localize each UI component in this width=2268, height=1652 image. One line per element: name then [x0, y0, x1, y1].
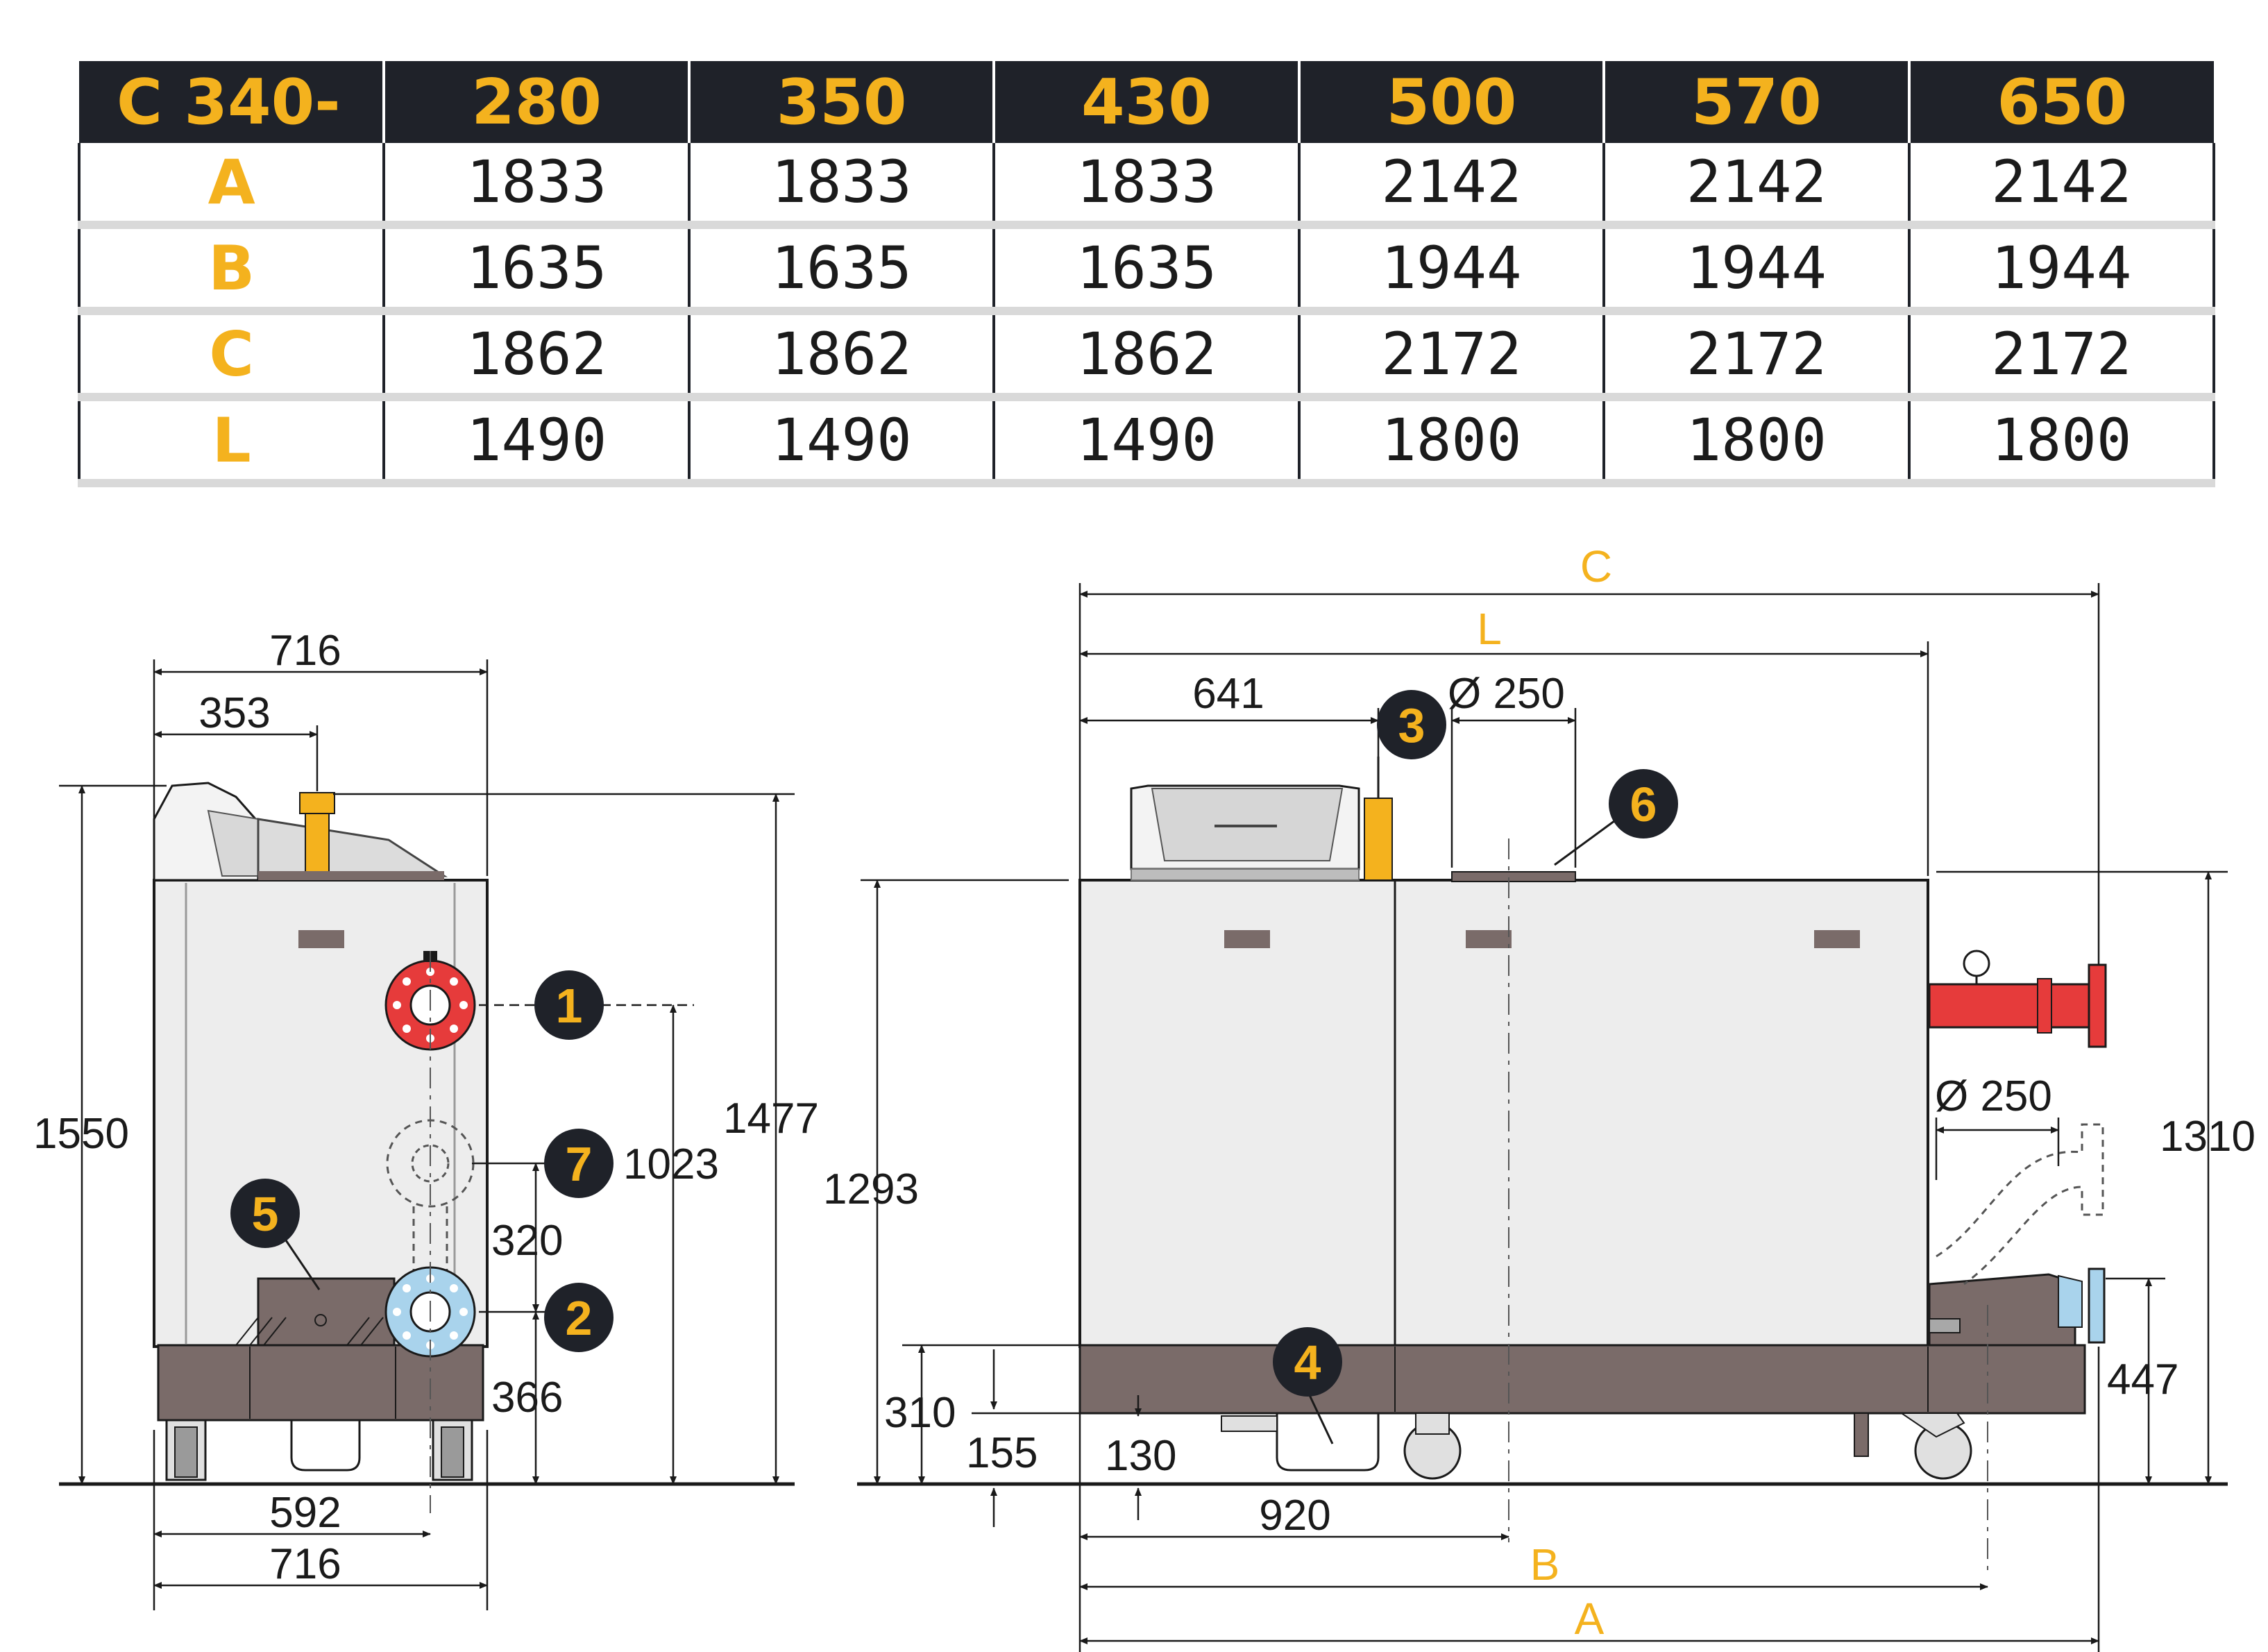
dim-d250-top: Ø 250	[1448, 670, 1565, 718]
dim-353: 353	[198, 689, 270, 737]
table-cell: 1833	[382, 143, 689, 229]
svg-text:4: 4	[1294, 1335, 1321, 1390]
caster	[1899, 1413, 1972, 1480]
front-view: 716 353 1550 1477 1023 320 366 592 716 1…	[33, 627, 819, 1610]
table-cell: 2142	[1297, 143, 1605, 229]
table-row: L 1490 1490 1490 1800 1800 1800	[77, 397, 2216, 487]
table-cell: 1800	[1297, 397, 1605, 487]
side-base	[1078, 1344, 2086, 1415]
callout-3: 3	[1377, 690, 1446, 798]
column-header: 500	[1297, 61, 1605, 143]
dim-1310: 1310	[2160, 1113, 2256, 1161]
caster	[432, 1419, 473, 1481]
row-label: A	[77, 143, 384, 229]
svg-text:6: 6	[1630, 777, 1657, 832]
dim-366: 366	[491, 1374, 563, 1422]
svg-text:2: 2	[566, 1291, 593, 1345]
table-cell: 1635	[687, 225, 995, 315]
table-cell: 1944	[1297, 225, 1605, 315]
dim-C: C	[1580, 541, 1612, 591]
dim-641: 641	[1192, 670, 1264, 718]
dim-1477: 1477	[723, 1095, 819, 1143]
callout-2: 2	[544, 1283, 613, 1352]
table-row: B 1635 1635 1635 1944 1944 1944	[77, 225, 2216, 315]
svg-text:5: 5	[252, 1187, 279, 1241]
dim-1023: 1023	[623, 1140, 719, 1188]
dim-310: 310	[884, 1389, 956, 1437]
column-header: 350	[687, 61, 995, 143]
table-cell: 1490	[992, 397, 1299, 487]
column-header: 570	[1602, 61, 1909, 143]
side-cabinet	[1078, 879, 1929, 1348]
table-cell: 1635	[382, 225, 689, 315]
table-cell: 1490	[687, 397, 995, 487]
dim-d250-right: Ø 250	[1935, 1072, 2052, 1120]
svg-text:3: 3	[1398, 698, 1425, 752]
table-cell: 2172	[1907, 311, 2216, 401]
dim-155: 155	[966, 1429, 1038, 1477]
dim-A: A	[1575, 1594, 1605, 1644]
table-row: C 1862 1862 1862 2172 2172 2172	[77, 311, 2216, 401]
column-header: 430	[992, 61, 1299, 143]
model-header: C 340-	[79, 61, 384, 143]
row-label: L	[77, 397, 384, 487]
dim-1293: 1293	[823, 1165, 919, 1213]
row-label: C	[77, 311, 384, 401]
svg-text:7: 7	[566, 1137, 593, 1191]
side-flow-pipe	[1928, 950, 2107, 1048]
dim-1550: 1550	[33, 1110, 129, 1158]
table-header-row: C 340- 280 350 430 500 570 650	[79, 61, 2214, 143]
dim-716-top: 716	[269, 627, 341, 675]
table-cell: 1800	[1602, 397, 1909, 487]
dim-592: 592	[269, 1489, 341, 1537]
svg-text:1: 1	[556, 979, 583, 1033]
dim-130: 130	[1105, 1432, 1176, 1480]
callout-4: 4	[1273, 1327, 1342, 1444]
table-cell: 2142	[1602, 143, 1909, 229]
dimension-table: C 340- 280 350 430 500 570 650 A 1833 18…	[77, 61, 2216, 487]
table-cell: 1944	[1907, 225, 2216, 315]
table-cell: 1800	[1907, 397, 2216, 487]
table-cell: 1944	[1602, 225, 1909, 315]
table-cell: 2172	[1602, 311, 1909, 401]
dim-716-bottom: 716	[269, 1540, 341, 1588]
table-cell: 1862	[382, 311, 689, 401]
table-cell: 2142	[1907, 143, 2216, 229]
callout-7: 7	[544, 1129, 613, 1198]
table-cell: 1635	[992, 225, 1299, 315]
dim-B: B	[1530, 1540, 1560, 1590]
column-header: 650	[1907, 61, 2214, 143]
callout-1: 1	[534, 970, 604, 1040]
side-view: C L 641 Ø 250 Ø 250 1293 1310 447 310 15…	[823, 541, 2256, 1652]
table-row: A 1833 1833 1833 2142 2142 2142	[77, 143, 2216, 229]
column-header: 280	[382, 61, 689, 143]
dim-447: 447	[2107, 1356, 2178, 1404]
table-cell: 1862	[687, 311, 995, 401]
dim-320: 320	[491, 1217, 563, 1265]
row-label: B	[77, 225, 384, 315]
caster	[1403, 1413, 1462, 1480]
front-vent	[298, 930, 344, 948]
table-cell: 1490	[382, 397, 689, 487]
table-cell: 1833	[992, 143, 1299, 229]
callout-6: 6	[1554, 769, 1678, 866]
dim-L: L	[1477, 604, 1502, 654]
caster	[165, 1419, 207, 1481]
table-cell: 1862	[992, 311, 1299, 401]
callout-5: 5	[230, 1179, 321, 1290]
table-cell: 2172	[1297, 311, 1605, 401]
table-cell: 1833	[687, 143, 995, 229]
dim-920: 920	[1259, 1492, 1330, 1540]
